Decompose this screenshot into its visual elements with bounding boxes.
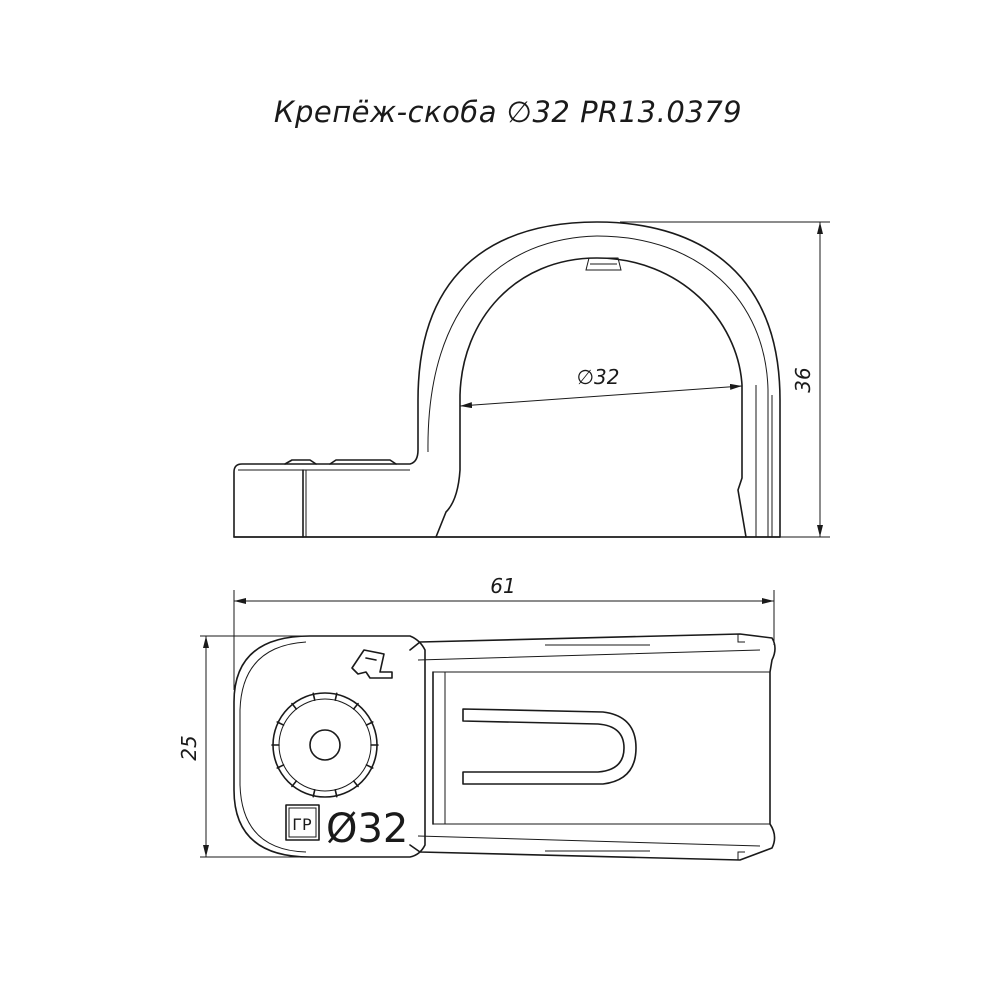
logo-box: ГР bbox=[285, 804, 320, 841]
ring-tooth bbox=[365, 721, 374, 726]
ring-tooth bbox=[334, 692, 338, 701]
clip-inner-arch bbox=[435, 257, 747, 538]
ring-tooth bbox=[276, 721, 285, 726]
drawing-title: Крепёж-скоба ∅32 PR13.0379 bbox=[274, 95, 742, 129]
ring-tooth bbox=[276, 764, 285, 769]
mounting-hole bbox=[309, 729, 341, 761]
u-slot bbox=[462, 708, 637, 785]
side-view: ∅32 36 bbox=[233, 221, 830, 538]
serrated-ring bbox=[271, 692, 379, 798]
ring-tooth bbox=[291, 702, 298, 710]
logo-icon bbox=[351, 649, 393, 679]
length-label: 61 bbox=[490, 574, 515, 598]
diameter-dim-line bbox=[459, 383, 743, 409]
clip-body-top bbox=[409, 633, 776, 861]
top-view: 61 25 ГР bbox=[177, 574, 776, 861]
ring-tooth bbox=[334, 789, 338, 798]
ring-tooth bbox=[291, 780, 298, 788]
diameter-label: ∅32 bbox=[577, 365, 620, 389]
ring-tooth bbox=[352, 780, 359, 788]
ring-tooth bbox=[312, 789, 316, 798]
ring-tooth bbox=[352, 702, 359, 710]
base-plate-outline bbox=[233, 635, 426, 858]
top-latch-notch bbox=[585, 257, 622, 271]
ring-tooth bbox=[365, 764, 374, 769]
size-marking: Ø32 bbox=[326, 806, 408, 852]
width-label: 25 bbox=[177, 735, 201, 760]
height-label: 36 bbox=[791, 367, 815, 392]
ring-tooth bbox=[312, 692, 316, 701]
clip-outer-contour bbox=[233, 221, 781, 538]
logo-text: ГР bbox=[292, 815, 312, 834]
